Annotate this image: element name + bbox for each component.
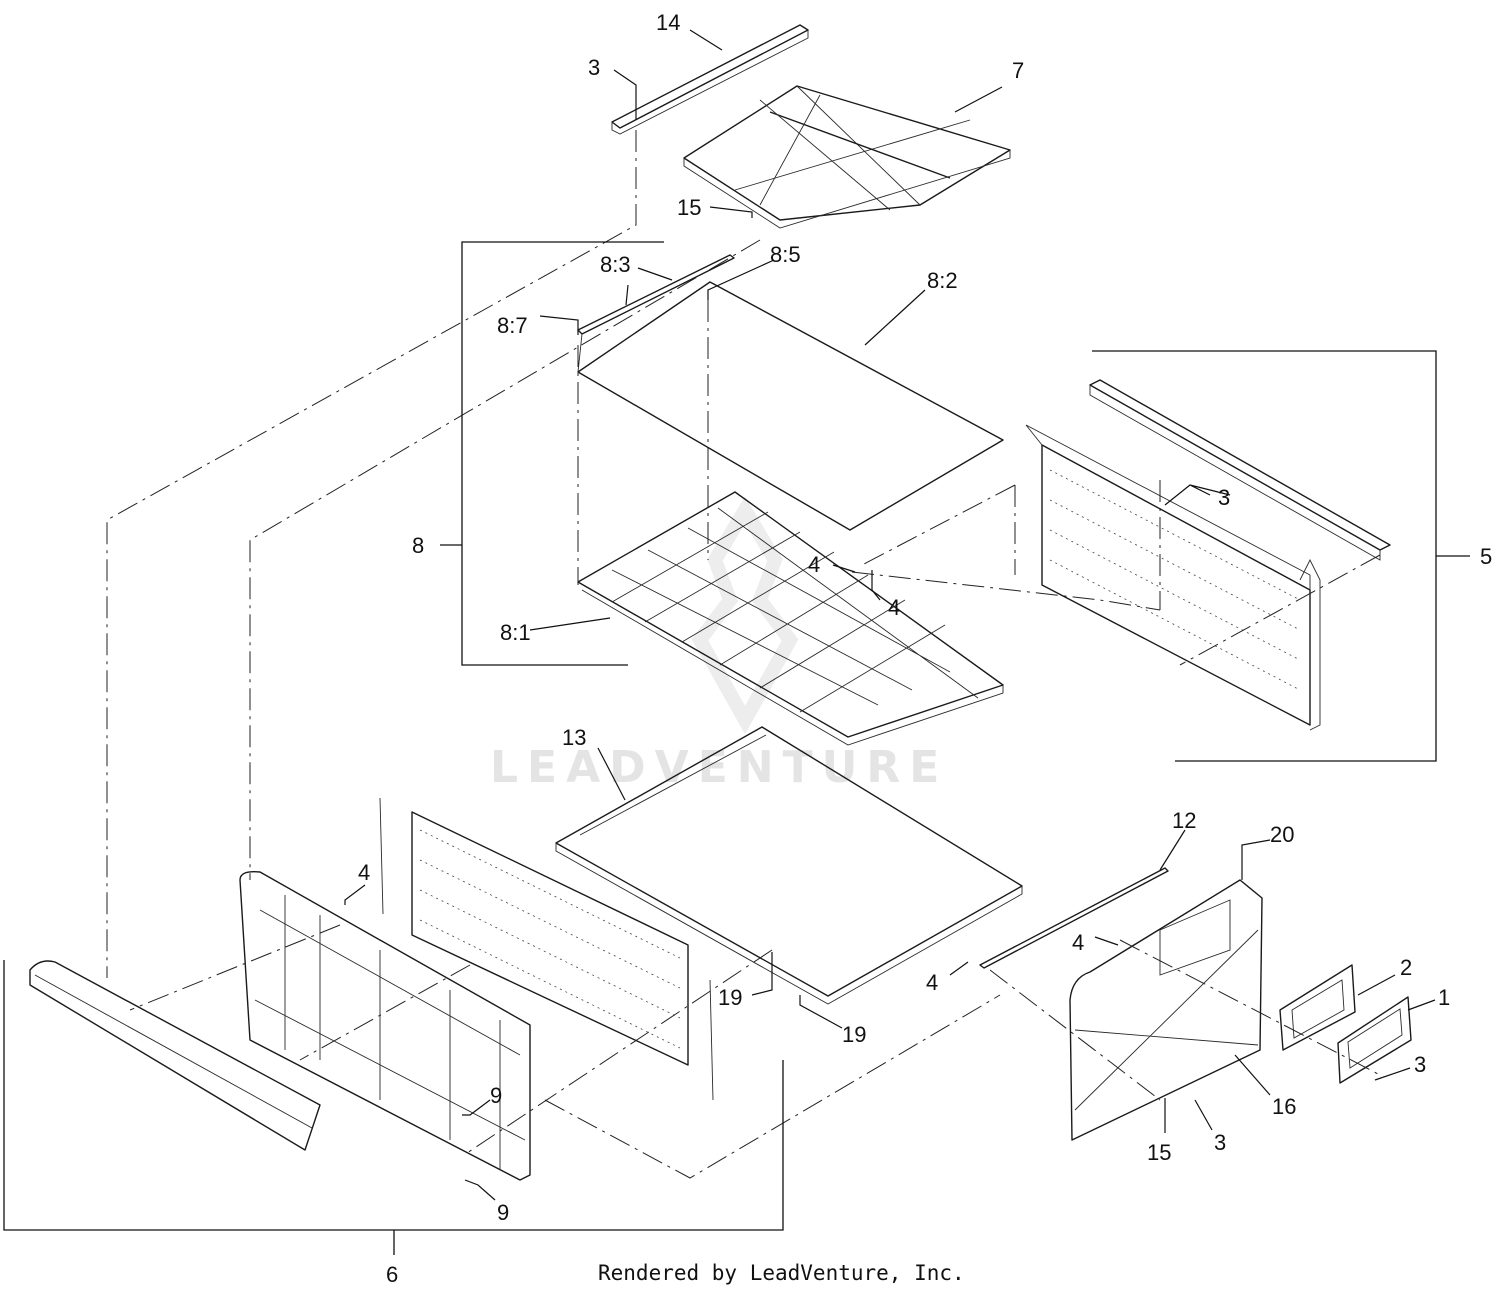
callout-labels: 14 3 7 15 8:3 8:5 8:7 8:2 8 4 4 8:1 3 5 … bbox=[358, 10, 1492, 1287]
callout-6: 6 bbox=[386, 1262, 398, 1287]
part-8-2-panel bbox=[577, 281, 1004, 531]
callout-19-b: 19 bbox=[842, 1022, 866, 1047]
callout-12: 12 bbox=[1172, 808, 1196, 833]
callout-3-top: 3 bbox=[588, 55, 600, 80]
watermark-logo bbox=[691, 496, 799, 735]
bracket-6 bbox=[3, 960, 784, 1255]
callout-3-bottom: 3 bbox=[1214, 1130, 1226, 1155]
callout-16: 16 bbox=[1272, 1094, 1296, 1119]
callout-3-right: 3 bbox=[1414, 1052, 1426, 1077]
callout-4-a: 4 bbox=[808, 552, 820, 577]
callout-9-b: 9 bbox=[497, 1200, 509, 1225]
callout-4-c: 4 bbox=[1072, 930, 1084, 955]
callout-7: 7 bbox=[1012, 58, 1024, 83]
callout-8-3: 8:3 bbox=[600, 252, 631, 277]
callout-4-left: 4 bbox=[358, 860, 370, 885]
part-6-trim bbox=[29, 960, 321, 1151]
watermark-text: LEADVENTURE bbox=[490, 742, 948, 793]
part-5-rear-panel bbox=[1025, 379, 1391, 731]
callout-2: 2 bbox=[1400, 955, 1412, 980]
footer-credit: Rendered by LeadVenture, Inc. bbox=[598, 1261, 965, 1285]
callout-15-top: 15 bbox=[677, 195, 701, 220]
part-14-channel bbox=[611, 24, 809, 135]
callout-20: 20 bbox=[1270, 822, 1294, 847]
part-6-post bbox=[379, 797, 714, 1101]
callout-8-5: 8:5 bbox=[770, 242, 801, 267]
part-2-window-frame bbox=[1279, 964, 1356, 1051]
callout-8-2: 8:2 bbox=[927, 268, 958, 293]
callout-8-7: 8:7 bbox=[497, 313, 528, 338]
callout-14: 14 bbox=[656, 10, 680, 35]
callout-5: 5 bbox=[1480, 544, 1492, 569]
part-13-floor bbox=[555, 726, 1023, 1005]
callout-15-bottom: 15 bbox=[1147, 1140, 1171, 1165]
part-6-side-panel bbox=[411, 811, 689, 1066]
callout-1: 1 bbox=[1438, 985, 1450, 1010]
callout-3-panel: 3 bbox=[1218, 485, 1230, 510]
part-12-strip bbox=[979, 867, 1169, 969]
part-6-frame bbox=[239, 870, 531, 1181]
part-8-strip bbox=[577, 254, 735, 335]
bracket-8 bbox=[440, 241, 664, 666]
assembly-lines bbox=[106, 130, 1381, 1179]
callout-8-1: 8:1 bbox=[500, 620, 531, 645]
part-7-roof-cap bbox=[683, 85, 1011, 229]
callout-9-a: 9 bbox=[490, 1083, 502, 1108]
part-20-front-panel bbox=[1069, 879, 1263, 1141]
callout-8: 8 bbox=[412, 533, 424, 558]
leader-lines bbox=[344, 29, 1436, 1201]
callout-13: 13 bbox=[562, 725, 586, 750]
callout-4-b: 4 bbox=[888, 595, 900, 620]
callout-4-d: 4 bbox=[926, 970, 938, 995]
bracket-5 bbox=[1092, 350, 1470, 762]
callout-19-a: 19 bbox=[718, 985, 742, 1010]
part-1-window bbox=[1337, 996, 1412, 1084]
part-8-1-frame bbox=[577, 491, 1004, 746]
